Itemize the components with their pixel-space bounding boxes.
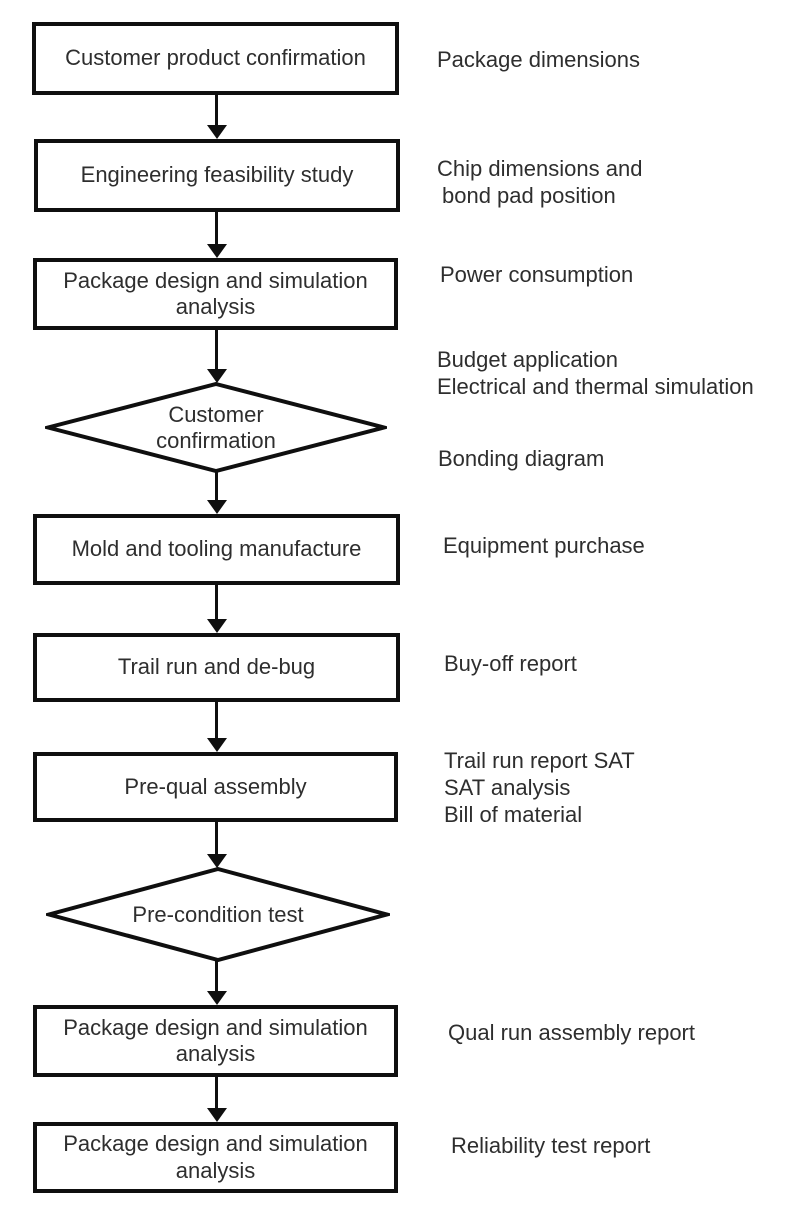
flow-node-package-design-simulation-3: Package design and simulation analysis [33, 1122, 398, 1193]
flow-node-trail-run-debug: Trail run and de-bug [33, 633, 400, 702]
annotation-buy-off-report: Buy-off report [444, 651, 577, 676]
flow-node-engineering-feasibility-study: Engineering feasibility study [34, 139, 400, 212]
flow-arrow-down [207, 472, 227, 514]
arrow-shaft [215, 961, 218, 993]
flow-arrow-down [207, 702, 227, 752]
flow-arrow-down [207, 822, 227, 868]
annotation-equipment-purchase: Equipment purchase [443, 533, 645, 558]
annotation-qual-run-report: Qual run assembly report [448, 1020, 695, 1045]
annotation-package-dimensions: Package dimensions [437, 47, 641, 72]
arrowhead-icon [207, 854, 227, 868]
node-label: Package design and simulation analysis [63, 267, 368, 319]
annotation-budget-electrical: Budget application Electrical and therma… [437, 347, 754, 399]
node-label: Package design and simulation analysis [63, 1131, 368, 1183]
flow-arrow-down [207, 1077, 227, 1122]
flow-decision-customer-confirmation: Customer confirmation [45, 382, 387, 473]
node-label: Customer confirmation [156, 401, 276, 453]
arrow-shaft [215, 822, 218, 856]
arrow-shaft [215, 585, 218, 621]
flow-node-pre-qual-assembly: Pre-qual assembly [33, 752, 398, 822]
arrowhead-icon [207, 1108, 227, 1122]
flow-arrow-down [207, 585, 227, 633]
flow-arrow-down [207, 961, 227, 1005]
flow-node-package-design-simulation-1: Package design and simulation analysis [33, 258, 398, 330]
arrow-shaft [215, 212, 218, 246]
flow-node-mold-tooling-manufacture: Mold and tooling manufacture [33, 514, 400, 585]
annotation-power-consumption: Power consumption [440, 262, 634, 287]
annotation-bonding-diagram: Bonding diagram [438, 446, 605, 471]
diamond-shape [45, 382, 387, 473]
node-label: Mold and tooling manufacture [71, 536, 362, 562]
node-label: Trail run and de-bug [117, 654, 316, 680]
arrow-shaft [215, 472, 218, 502]
arrowhead-icon [207, 369, 227, 383]
flow-decision-pre-condition-test: Pre-condition test [46, 867, 390, 962]
node-label: Customer product confirmation [65, 45, 366, 71]
annotation-reliability-report: Reliability test report [451, 1133, 651, 1158]
arrowhead-icon [207, 244, 227, 258]
arrow-shaft [215, 702, 218, 740]
flow-arrow-down [207, 95, 227, 139]
node-label: Package design and simulation analysis [63, 1014, 368, 1066]
arrow-shaft [215, 330, 218, 371]
arrowhead-icon [207, 619, 227, 633]
flow-arrow-down [207, 212, 227, 258]
flow-arrow-down [207, 330, 227, 383]
arrowhead-icon [207, 125, 227, 139]
arrowhead-icon [207, 991, 227, 1005]
arrowhead-icon [207, 500, 227, 514]
arrow-shaft [215, 95, 218, 127]
flow-node-customer-product-confirmation: Customer product confirmation [32, 22, 399, 95]
node-label: Pre-qual assembly [124, 773, 307, 799]
arrowhead-icon [207, 738, 227, 752]
annotation-chip-dimensions: Chip dimensions and bond pad position [437, 156, 643, 208]
diamond-shape [46, 867, 390, 962]
node-label: Engineering feasibility study [80, 162, 354, 188]
annotation-trail-run-deliverables: Trail run report SAT SAT analysis Bill o… [444, 748, 635, 827]
arrow-shaft [215, 1077, 218, 1110]
flow-node-package-design-simulation-2: Package design and simulation analysis [33, 1005, 398, 1077]
node-label: Pre-condition test [132, 901, 304, 927]
